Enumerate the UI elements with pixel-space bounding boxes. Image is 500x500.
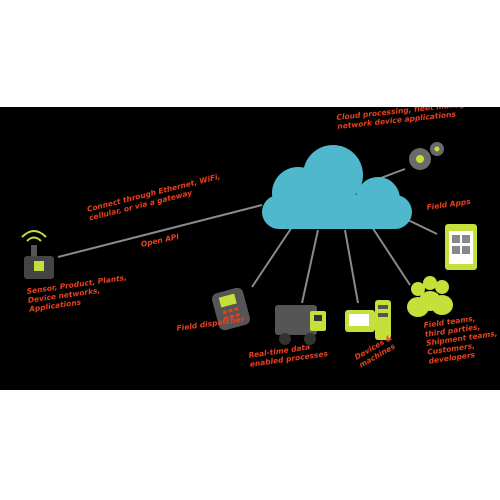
gear-icon [409, 142, 444, 170]
iot-cloud-diagram: Cloud processing, fleet management, netw… [0, 107, 500, 390]
line-people [371, 226, 411, 286]
truck-icon [275, 305, 326, 345]
people-icon [407, 276, 453, 317]
connection-lines [57, 168, 438, 304]
line-field-apps [407, 219, 438, 235]
line-dispatcher [251, 226, 293, 288]
cloud-icon [262, 145, 412, 229]
diagram-graphics [21, 142, 477, 345]
machine-icon [345, 300, 391, 340]
line-sensor [57, 204, 263, 258]
handheld-device-icon [211, 287, 251, 331]
line-devices [344, 229, 359, 304]
sensor-device-icon [21, 230, 54, 279]
tablet-icon [445, 224, 477, 270]
line-realtime [301, 229, 319, 304]
